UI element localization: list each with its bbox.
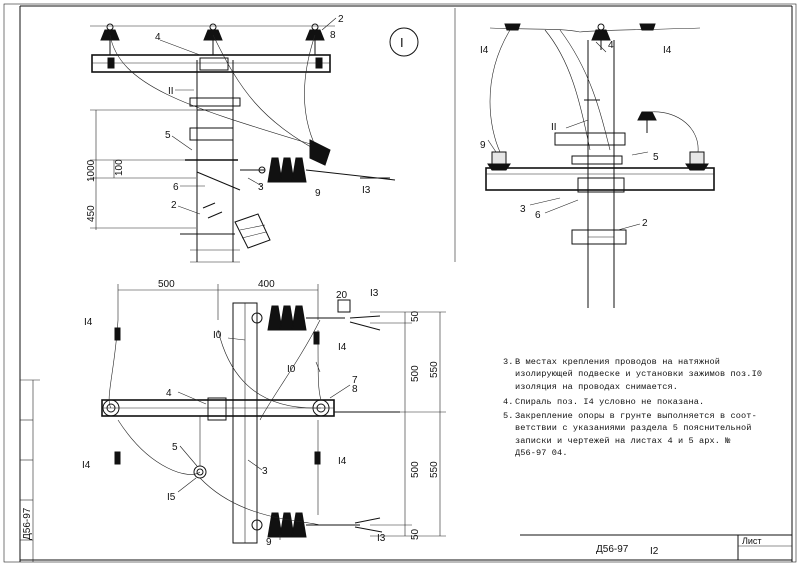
section-marker: I — [389, 27, 419, 57]
dim-50-top: 50 — [410, 310, 421, 322]
label-pos-I3-plan-top: I3 — [370, 288, 379, 299]
label-pos-I0-plan-top: I0 — [213, 330, 222, 341]
label-pos-I4-front-right: I4 — [663, 45, 672, 56]
dim-1000: 1000 — [86, 159, 97, 182]
label-pos-I4-plan-bottom-left: I4 — [82, 460, 91, 471]
label-pos-9-front: 9 — [480, 140, 486, 151]
view-plan — [101, 284, 446, 544]
label-pos-5-front: 5 — [653, 152, 659, 163]
dim-550-top: 550 — [429, 361, 440, 378]
label-pos-II-front: II — [551, 122, 557, 133]
label-pos-5-plan: 5 — [172, 442, 178, 453]
label-pos-II-side: II — [168, 86, 174, 97]
label-pos-7: 7 — [352, 375, 358, 386]
label-pos-6-side: 6 — [173, 182, 179, 193]
dim-450: 450 — [86, 205, 97, 222]
label-pos-2-front: 2 — [642, 218, 648, 229]
label-pos-I5: I5 — [167, 492, 176, 503]
label-pos-I4-plan-top-right: I4 — [338, 342, 347, 353]
label-pos-3-plan: 3 — [262, 466, 268, 477]
dim-500-right-bottom: 500 — [410, 461, 421, 478]
label-pos-8-plan: 8 — [352, 384, 358, 395]
stamp-code: Д56-97 — [596, 544, 629, 555]
dim-500: 500 — [158, 279, 175, 290]
note-4: 4.Спираль поз. I4 условно не показана. — [503, 397, 705, 407]
dim-500-right-top: 500 — [410, 365, 421, 382]
label-pos-3-front: 3 — [520, 204, 526, 215]
dim-50-bottom: 50 — [410, 528, 421, 540]
stamp-sheet-number: I2 — [650, 546, 659, 557]
label-pos-4-front: 4 — [608, 40, 614, 51]
label-pos-I4-plan-bottom-right: I4 — [338, 456, 347, 467]
svg-text:I: I — [400, 35, 404, 50]
view-front — [485, 23, 715, 308]
label-pos-I3-side: I3 — [362, 185, 371, 196]
dim-100: 100 — [114, 159, 125, 176]
label-pos-2-side: 2 — [338, 14, 344, 25]
label-pos-20: 20 — [336, 290, 348, 301]
note-5: 5.Закрепление опоры в грунте выполняется… — [503, 411, 757, 459]
dim-550-bottom: 550 — [429, 461, 440, 478]
note-3: 3.В местах крепления проводов на натяжно… — [503, 357, 763, 392]
label-pos-I3-plan-bottom: I3 — [377, 533, 386, 544]
label-pos-I0-plan-mid: I0 — [287, 364, 296, 375]
dim-400: 400 — [258, 279, 275, 290]
label-pos-3-side: 3 — [258, 182, 264, 193]
label-pos-8-side: 8 — [330, 30, 336, 41]
label-pos-4-plan: 4 — [166, 388, 172, 399]
label-pos-I4-front-left: I4 — [480, 45, 489, 56]
view-side — [90, 17, 396, 263]
label-pos-9-plan: 9 — [266, 537, 272, 548]
sheet-frame — [3, 3, 797, 563]
label-pos-2-side-lower: 2 — [171, 200, 177, 211]
label-pos-6-front: 6 — [535, 210, 541, 221]
label-pos-I4-plan-top-left: I4 — [84, 317, 93, 328]
label-pos-9-side: 9 — [315, 188, 321, 199]
label-pos-5-side: 5 — [165, 130, 171, 141]
label-pos-4-side: 4 — [155, 32, 161, 43]
sheet-code-vertical: Д56-97 — [22, 507, 33, 540]
stamp-sheet-label: Лист — [742, 536, 762, 546]
